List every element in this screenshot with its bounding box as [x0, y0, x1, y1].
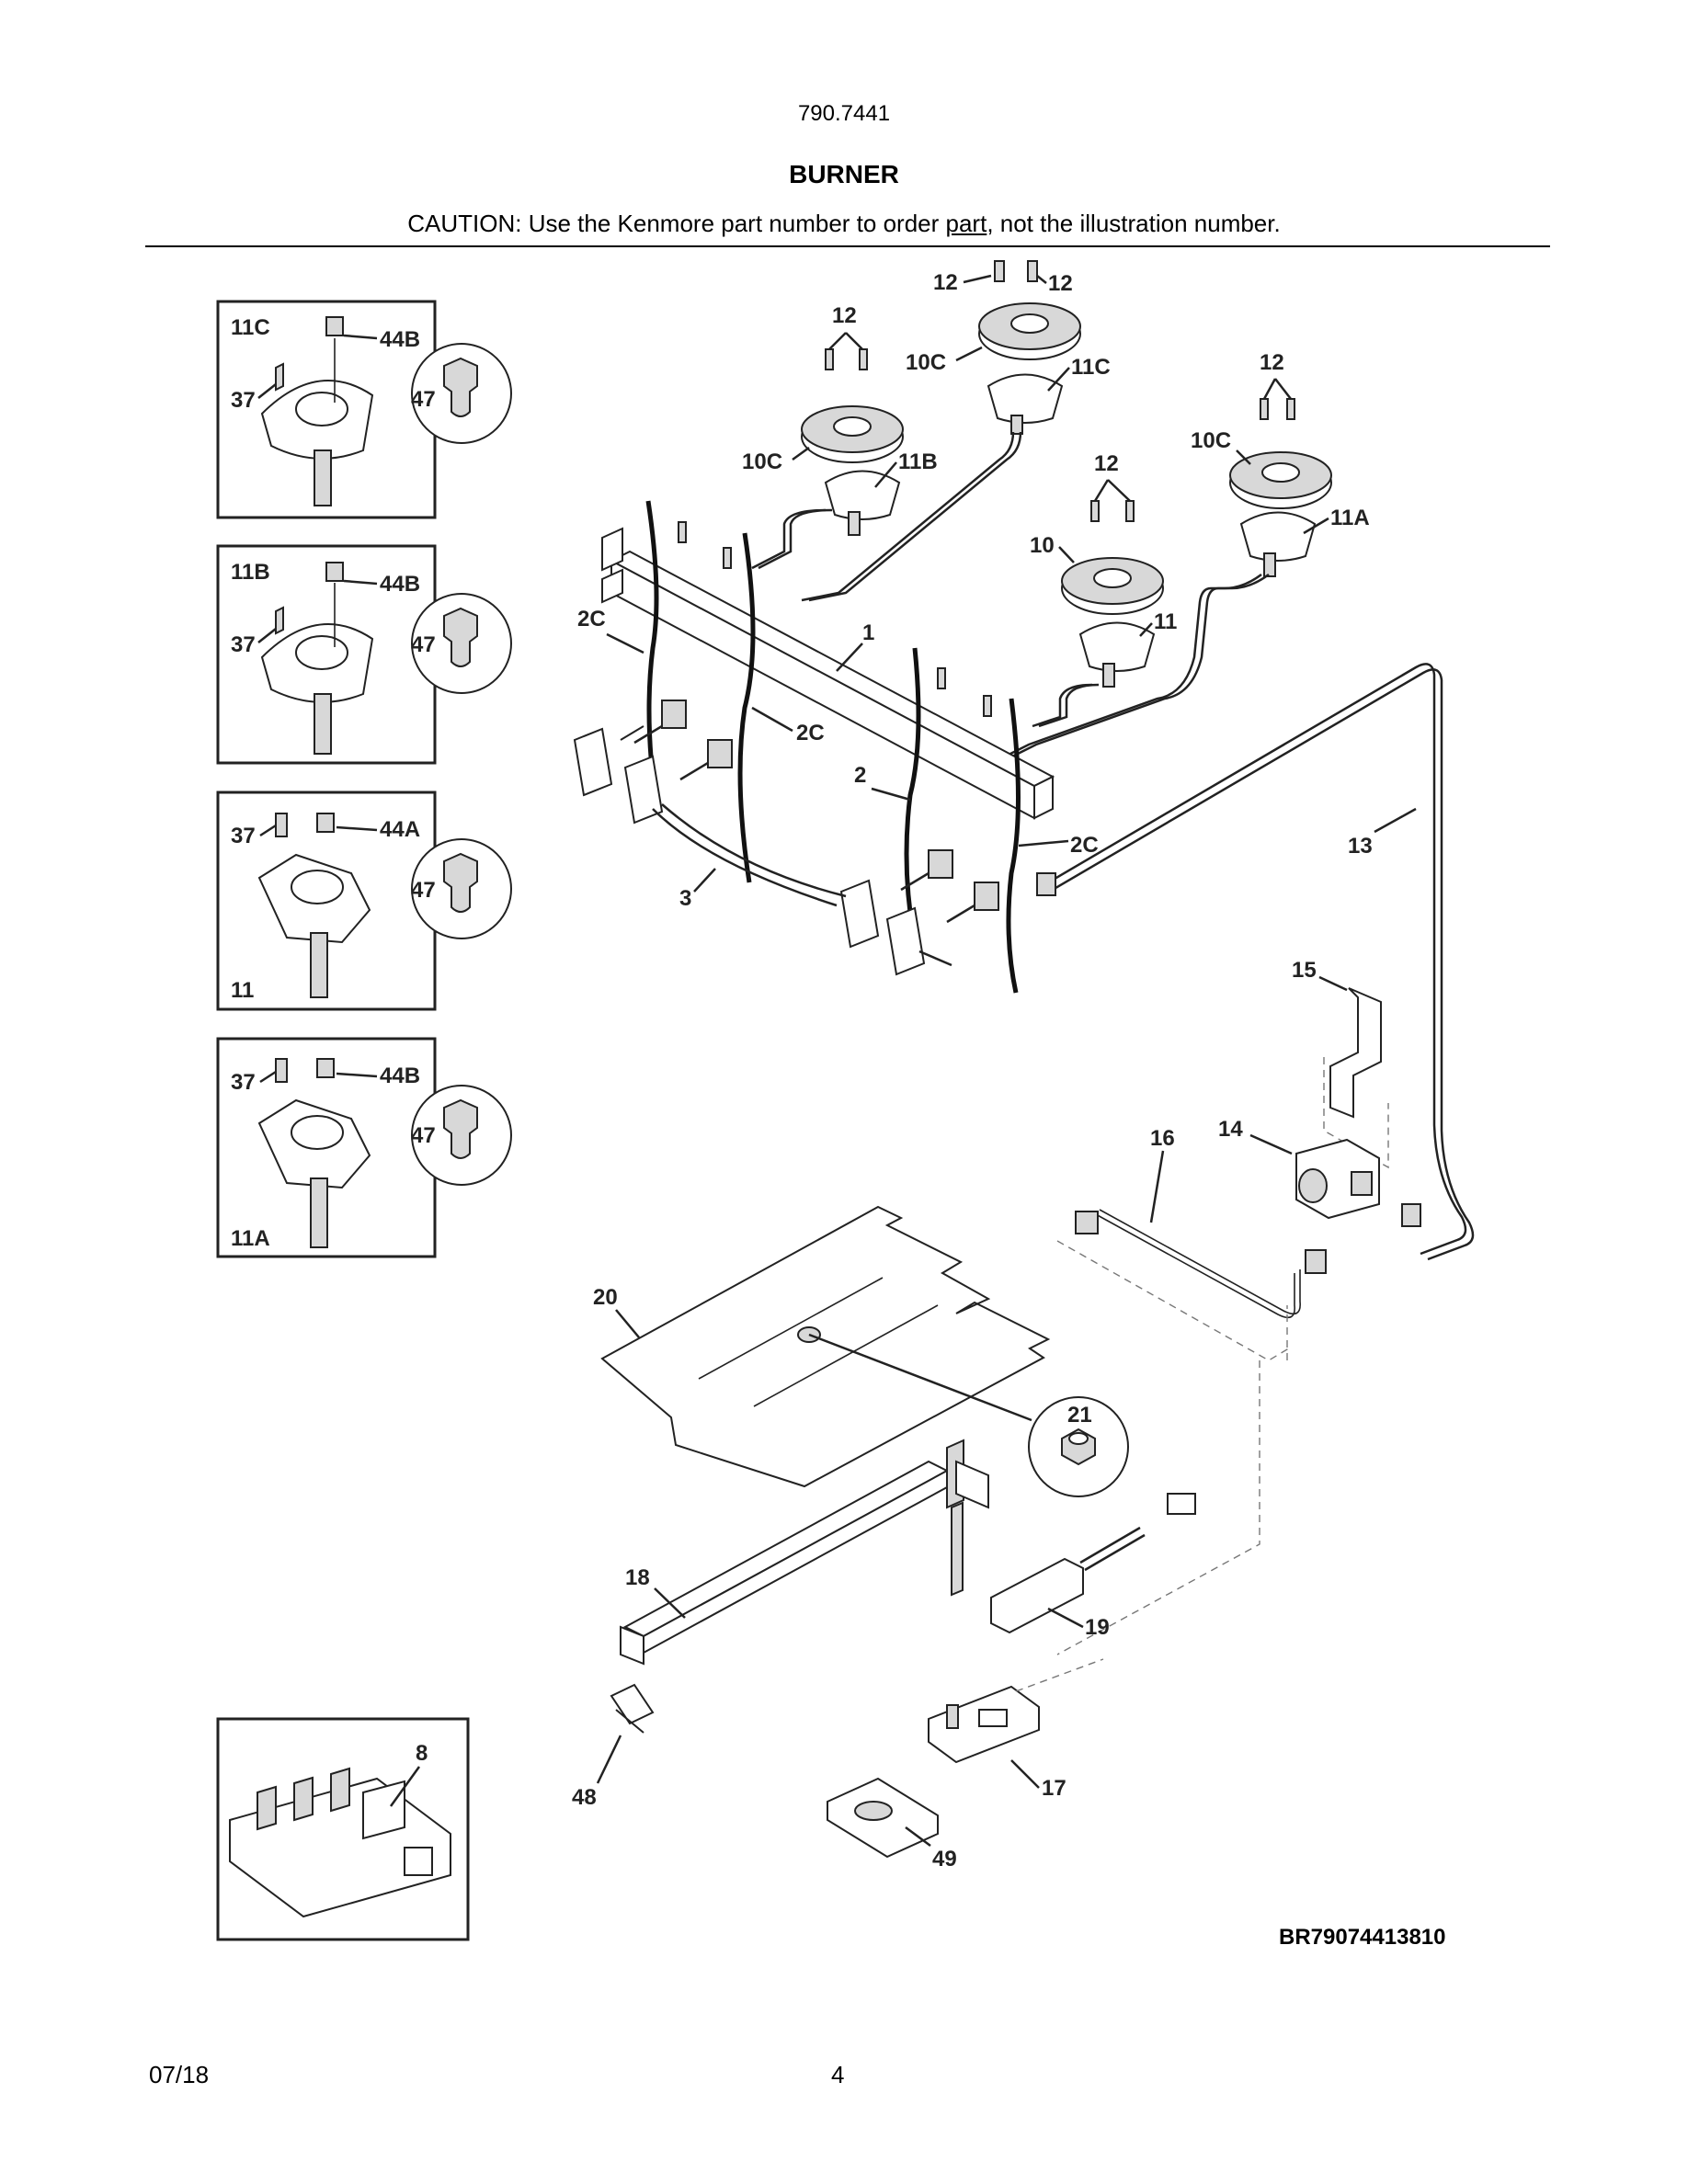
header-rule [145, 245, 1550, 247]
label-14: 14 [1218, 1117, 1243, 1142]
inset-panel-11a: 37 44B 47 11A [216, 1037, 512, 1258]
label-11a: 11A [1330, 506, 1370, 530]
label-13: 13 [1348, 834, 1373, 859]
label-8: 8 [416, 1741, 428, 1766]
burner-bracket [610, 1683, 655, 1734]
label-37: 37 [231, 388, 256, 413]
manifold-bar [601, 527, 1055, 820]
burner-caps [801, 302, 1332, 615]
label-18: 18 [625, 1565, 650, 1590]
label-3: 3 [679, 886, 691, 911]
spark-module-panel: 8 [216, 1717, 470, 1941]
label-10c: 10C [742, 449, 782, 474]
label-47: 47 [411, 878, 436, 903]
oven-burner-tube [620, 1439, 989, 1666]
inset-panel-11c: 11C 44B 37 47 [216, 300, 512, 519]
label-12: 12 [1048, 271, 1073, 296]
caution-part-word: part [945, 210, 987, 237]
label-11: 11 [1154, 609, 1177, 634]
label-2c: 2C [1070, 833, 1099, 858]
label-37: 37 [231, 1070, 256, 1095]
gas-valves [620, 700, 999, 924]
label-17: 17 [1042, 1776, 1066, 1801]
label-21: 21 [1067, 1403, 1092, 1428]
label-12: 12 [1094, 451, 1119, 476]
document-id: BR79074413810 [1279, 1925, 1446, 1950]
footer-date: 07/18 [149, 2061, 210, 2088]
callout-labels: 12 12 12 10C 11C 12 10C 11B 10C 12 11A 1… [572, 270, 1417, 1871]
caution-note: CAUTION: Use the Kenmore part number to … [0, 210, 1688, 238]
label-12: 12 [933, 270, 958, 295]
label-16: 16 [1150, 1126, 1175, 1151]
label-49: 49 [932, 1847, 957, 1871]
label-44b: 44B [380, 327, 420, 352]
burner-tubes [751, 431, 1270, 763]
caution-suffix: , not the illustration number. [987, 210, 1281, 237]
inset-panel-11: 37 44A 47 11 [216, 791, 512, 1011]
label-10: 10 [1030, 533, 1055, 558]
burner-assembly [573, 260, 1475, 1361]
oven-safety-valve [928, 1658, 1104, 1764]
oven-burner-assembly [600, 1205, 1288, 1859]
nut-detail [808, 1333, 1129, 1497]
oven-igniter [990, 1493, 1196, 1634]
label-37: 37 [231, 824, 256, 848]
label-11c: 11C [231, 315, 270, 340]
label-2c: 2C [577, 607, 606, 631]
label-19: 19 [1085, 1615, 1110, 1640]
label-11b: 11B [898, 449, 938, 474]
model-number: 790.7441 [797, 101, 891, 126]
label-10c: 10C [906, 350, 946, 375]
label-12: 12 [832, 303, 857, 328]
label-47: 47 [411, 632, 436, 657]
section-title: BURNER [789, 160, 899, 188]
label-48: 48 [572, 1785, 597, 1810]
label-44b: 44B [380, 1064, 420, 1088]
label-47: 47 [411, 387, 436, 412]
label-2c: 2C [796, 721, 825, 745]
label-44b: 44B [380, 572, 420, 597]
caution-prefix: CAUTION: Use the Kenmore part number to … [407, 210, 946, 237]
label-12: 12 [1260, 350, 1284, 375]
heat-shield [827, 1777, 939, 1859]
label-11: 11 [231, 978, 254, 1003]
label-1: 1 [862, 620, 874, 645]
label-11a: 11A [231, 1226, 270, 1251]
inset-panel-11b: 11B 44B 37 47 [216, 544, 512, 765]
label-10c: 10C [1191, 428, 1231, 453]
screws-top [678, 260, 1295, 717]
spark-electrode-harness [573, 727, 952, 976]
label-37: 37 [231, 632, 256, 657]
label-47: 47 [411, 1123, 436, 1148]
label-20: 20 [593, 1285, 618, 1310]
regulator-bracket [1323, 987, 1389, 1169]
label-2: 2 [854, 763, 866, 788]
footer-page-number: 4 [831, 2061, 845, 2088]
label-44a: 44A [380, 817, 420, 842]
label-11b: 11B [231, 560, 270, 585]
regulator-tube [1056, 1209, 1301, 1361]
burner-bases [824, 373, 1317, 688]
supply-tube [1036, 663, 1475, 1261]
pressure-regulator [1295, 1138, 1380, 1274]
label-11c: 11C [1071, 355, 1111, 380]
label-15: 15 [1292, 958, 1317, 983]
oven-baffle [600, 1205, 1051, 1488]
